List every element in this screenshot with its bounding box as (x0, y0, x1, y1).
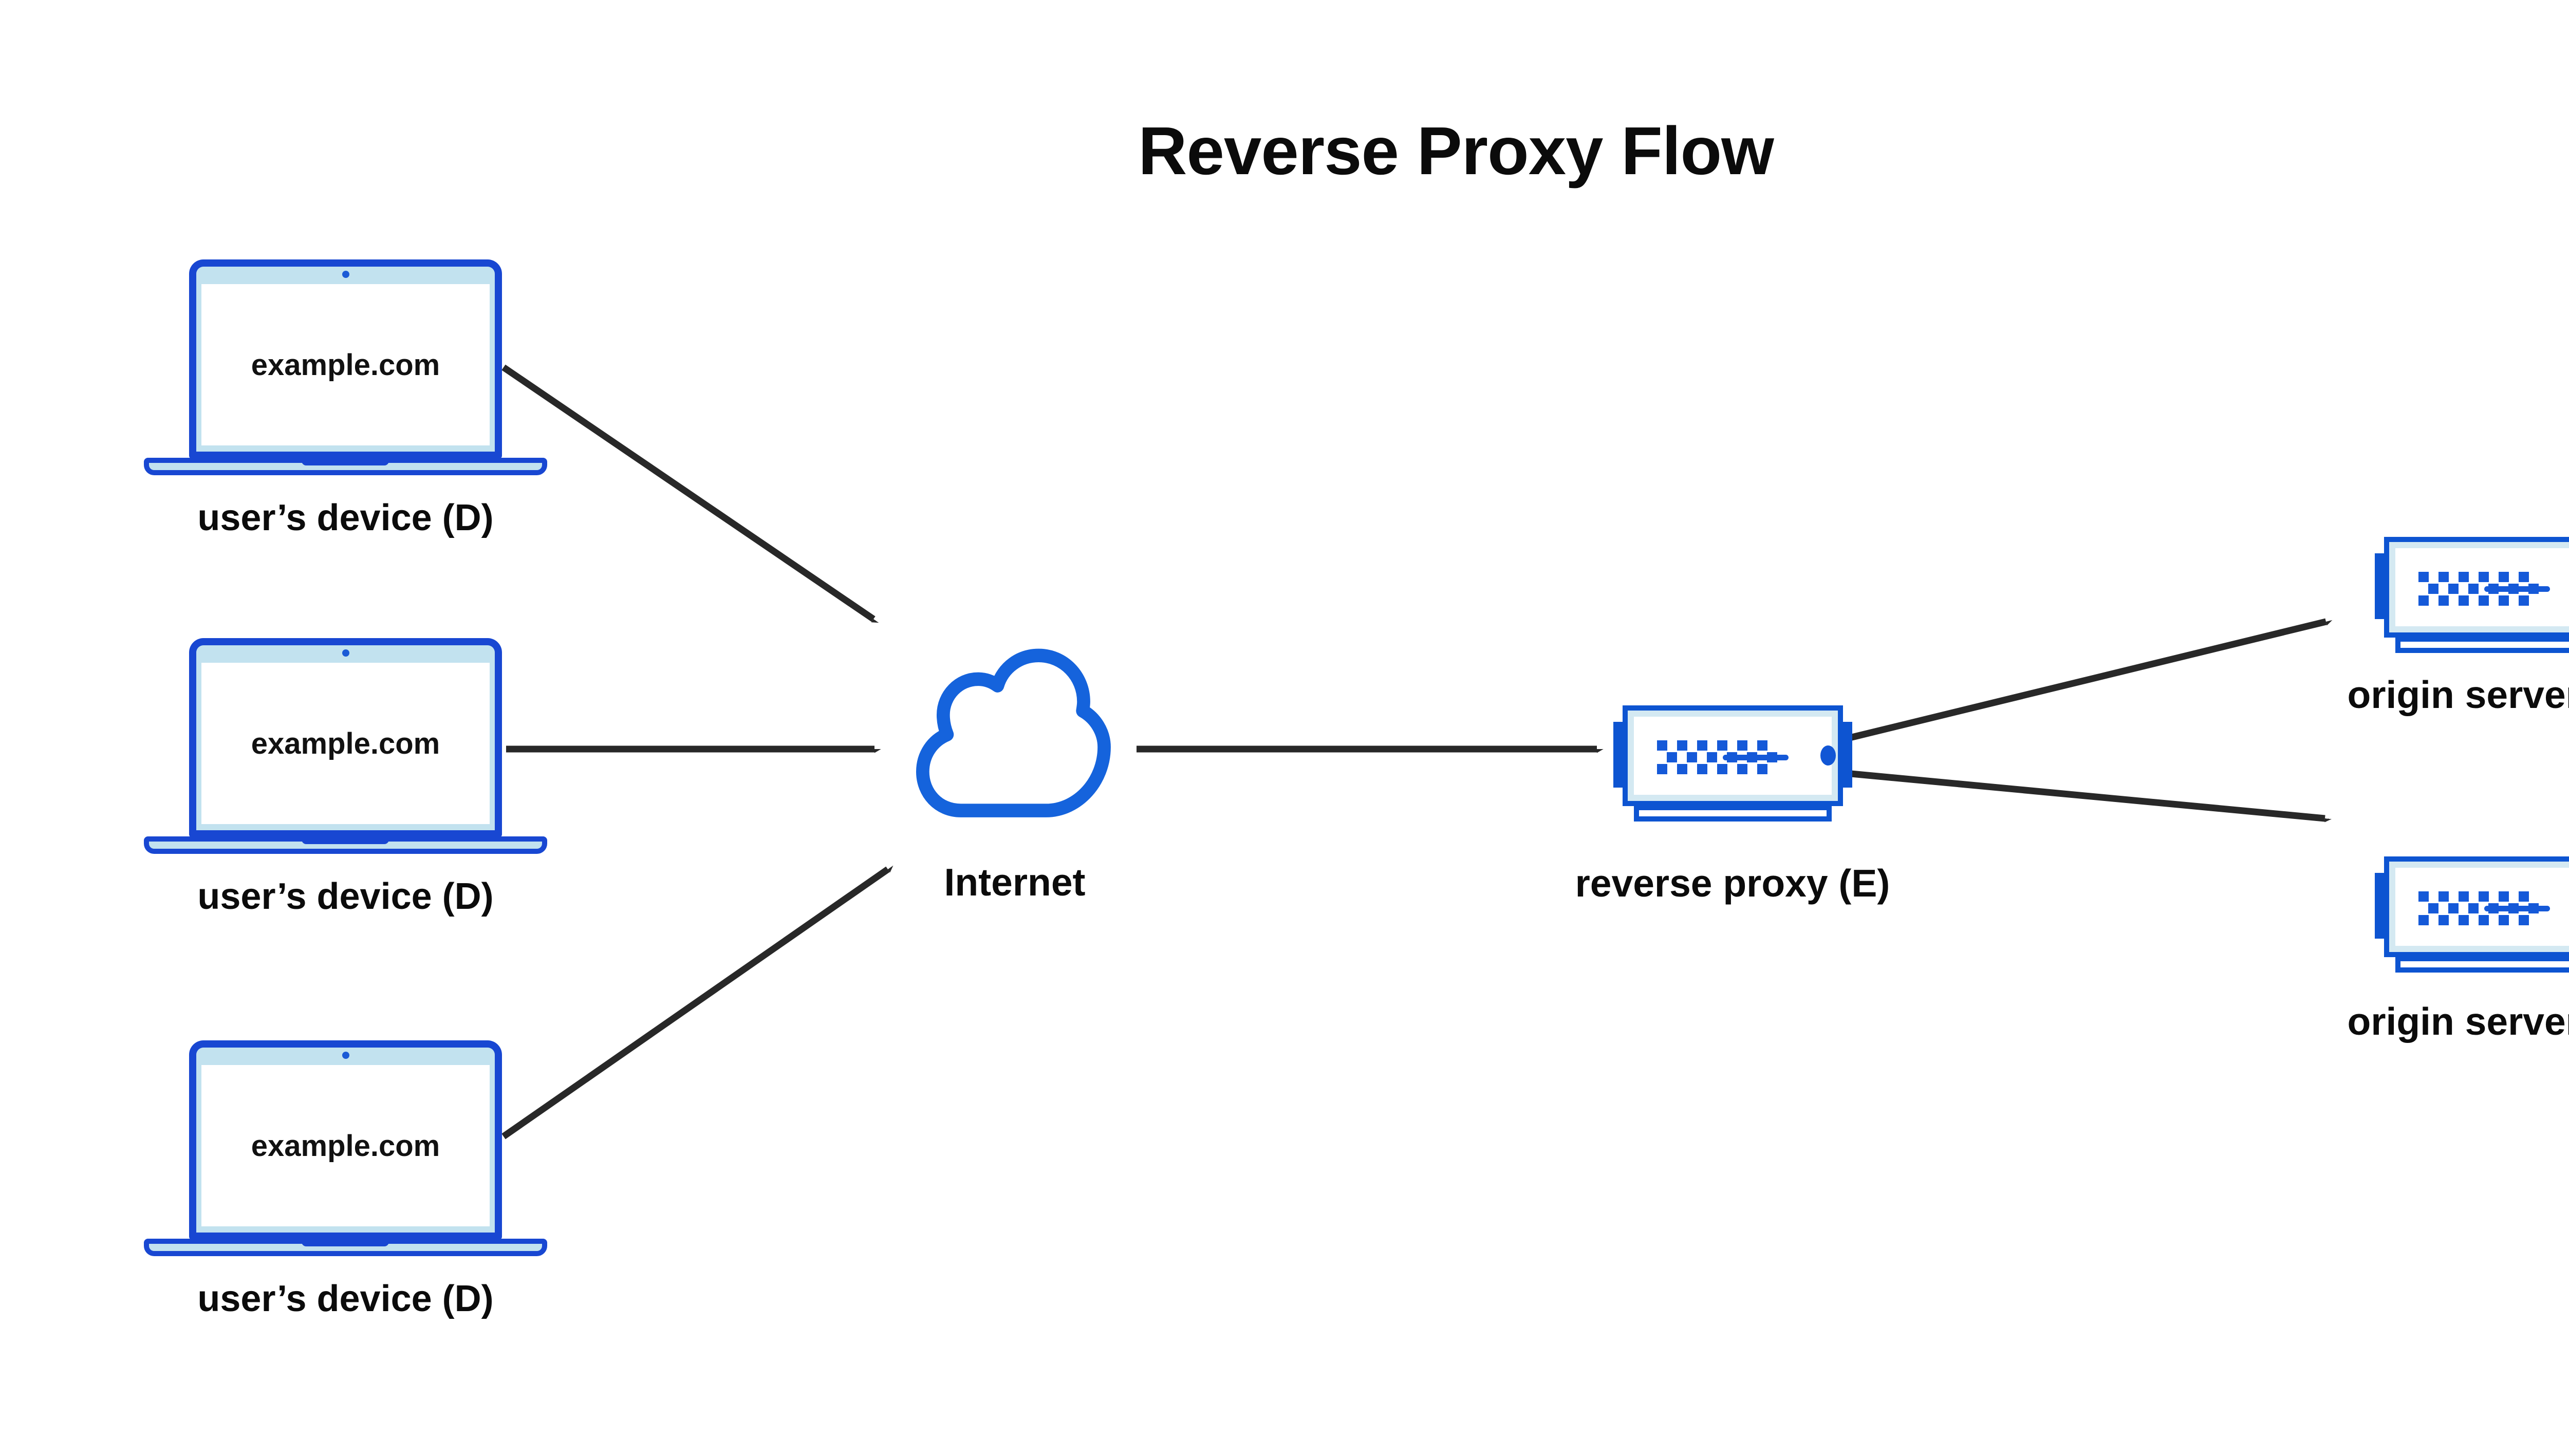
laptop-icon: example.com (189, 1040, 502, 1240)
vent-square (2459, 891, 2469, 902)
arrow-proxy-origin2 (1845, 770, 2325, 818)
server-base (1634, 805, 1832, 822)
vent-square (2438, 595, 2449, 606)
vent-square (2418, 595, 2429, 606)
vent-square (1697, 740, 1707, 751)
vent-square (2468, 584, 2479, 594)
server-ear-icon (2375, 873, 2386, 939)
vent-square (2479, 572, 2489, 582)
server-icon (2384, 856, 2569, 957)
vent-square (2438, 572, 2449, 582)
vent-square (1707, 752, 1717, 762)
arrow-device1-internet (501, 364, 873, 619)
vent-square (2428, 584, 2438, 594)
screen-url-text: example.com (251, 1129, 440, 1163)
vent-square (1757, 740, 1767, 751)
vent-square (2519, 915, 2529, 925)
arrow-device3-internet (501, 869, 888, 1140)
vent-square (1717, 740, 1727, 751)
flow-arrows (501, 364, 2326, 1140)
laptop-screen: example.com (201, 1065, 490, 1226)
vent-square (2499, 915, 2509, 925)
origin-server-label: origin server (F) (2347, 1000, 2569, 1043)
vent-square (2438, 915, 2449, 925)
vent-square (2519, 595, 2529, 606)
server-icon (2384, 537, 2569, 638)
screen-url-text: example.com (251, 726, 440, 760)
vent-square (1657, 740, 1667, 751)
laptop-icon: example.com (189, 638, 502, 837)
internet-label: Internet (944, 861, 1086, 904)
server-base (2395, 956, 2569, 973)
user-device-2: example.com user’s device (D) (144, 638, 547, 926)
vent-square (2459, 595, 2469, 606)
vent-square (1677, 764, 1687, 774)
vent-square (2438, 891, 2449, 902)
camera-dot-icon (342, 271, 349, 278)
laptop-hinge-notch (302, 836, 389, 844)
screen-url-text: example.com (251, 348, 440, 382)
reverse-proxy-label: reverse proxy (E) (1575, 862, 1890, 905)
vent-square (2448, 903, 2459, 913)
vent-square (1737, 764, 1747, 774)
arrow-proxy-origin1 (1845, 622, 2326, 742)
vent-square (1737, 740, 1747, 751)
device-label: user’s device (D) (197, 497, 494, 538)
vent-square (2418, 915, 2429, 925)
server-base (2395, 637, 2569, 653)
vent-square (1757, 764, 1767, 774)
server-ear-icon (1613, 722, 1625, 788)
camera-dot-icon (342, 649, 349, 657)
vent-square (1667, 752, 1677, 762)
camera-dot-icon (342, 1052, 349, 1059)
origin-server-2: origin server (F) (2348, 856, 2569, 1043)
vent-square (2499, 595, 2509, 606)
vent-square (2418, 572, 2429, 582)
vent-square (2499, 572, 2509, 582)
server-slot-icon (1723, 755, 1789, 760)
server-ear-icon (2375, 553, 2386, 619)
vent-square (2418, 891, 2429, 902)
user-device-1: example.com user’s device (D) (144, 259, 547, 547)
laptop-screen: example.com (201, 284, 490, 445)
laptop-icon: example.com (189, 259, 502, 459)
device-label: user’s device (D) (197, 876, 494, 917)
vent-square (2499, 891, 2509, 902)
origin-server-1: origin server (F) (2348, 537, 2569, 716)
vent-square (1717, 764, 1727, 774)
device-label: user’s device (D) (197, 1278, 494, 1319)
vent-square (2519, 891, 2529, 902)
vent-square (2459, 915, 2469, 925)
vent-square (2468, 903, 2479, 913)
server-slot-icon (2484, 586, 2550, 592)
vent-square (2479, 915, 2489, 925)
vent-square (2479, 595, 2489, 606)
vent-square (1697, 764, 1707, 774)
server-ear-icon (1841, 722, 1852, 788)
laptop-hinge-notch (302, 458, 389, 465)
vent-square (1677, 740, 1687, 751)
laptop-screen: example.com (201, 663, 490, 824)
page-title: Reverse Proxy Flow (1138, 113, 1774, 189)
laptop-hinge-notch (302, 1239, 389, 1246)
server-power-dot-icon (1820, 745, 1836, 766)
cloud-icon (916, 648, 1111, 817)
vent-square (1687, 752, 1697, 762)
vent-square (1657, 764, 1667, 774)
server-slot-icon (2484, 906, 2550, 911)
vent-square (2479, 891, 2489, 902)
reverse-proxy: reverse proxy (E) (1575, 705, 1890, 905)
vent-square (2519, 572, 2529, 582)
origin-server-label: origin server (F) (2347, 673, 2569, 716)
vent-square (2459, 572, 2469, 582)
user-device-3: example.com user’s device (D) (144, 1040, 547, 1328)
vent-square (2448, 584, 2459, 594)
vent-square (2428, 903, 2438, 913)
server-icon (1623, 705, 1843, 806)
